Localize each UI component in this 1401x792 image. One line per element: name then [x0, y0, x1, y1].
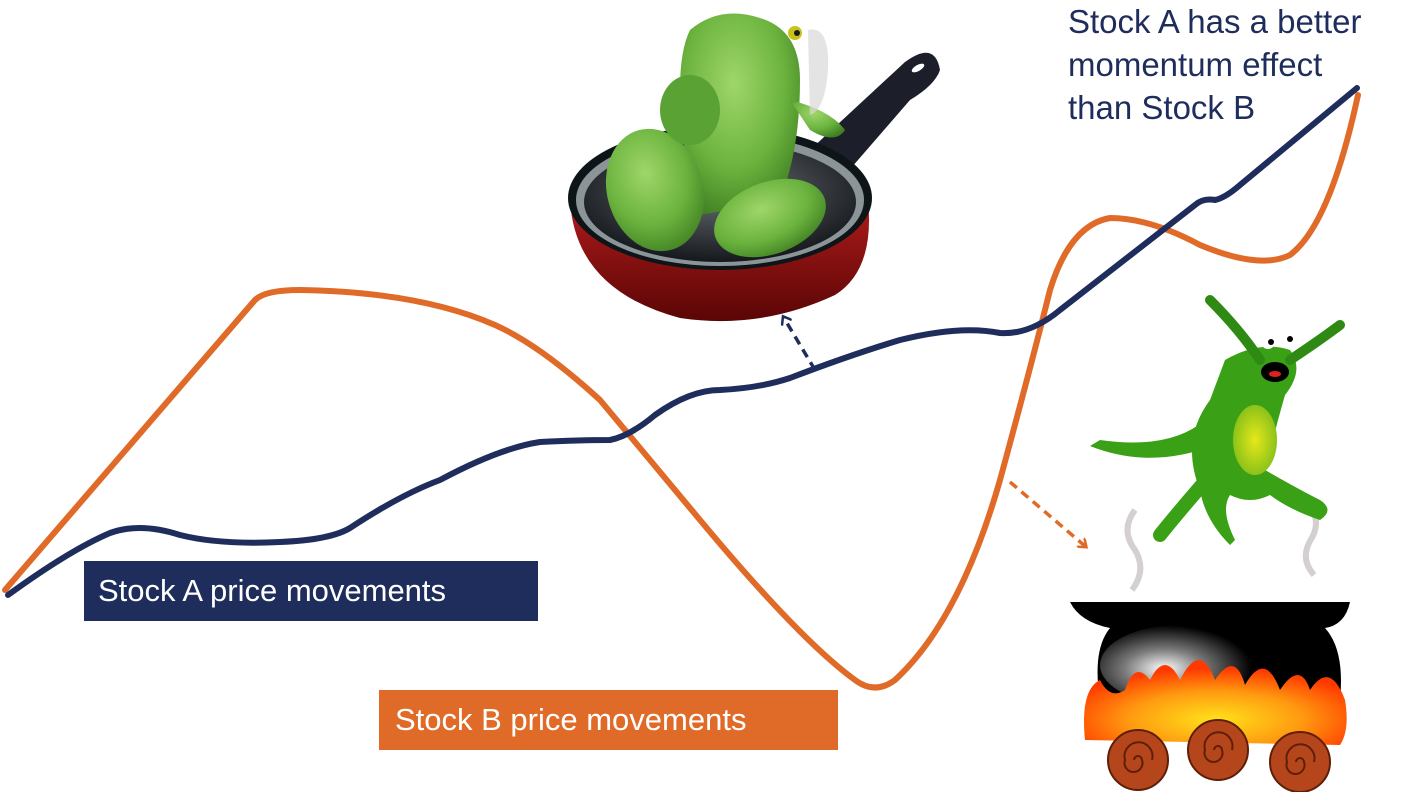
stock-b-label-text: Stock B price movements: [395, 702, 747, 737]
frog-jumping-out-of-pot: [1070, 295, 1350, 792]
fire: [1084, 660, 1347, 745]
stock-a-label-text: Stock A price movements: [98, 573, 447, 608]
annotation-line-1: Stock A has a better: [1068, 3, 1362, 40]
stock-b-line: [2, 92, 1361, 691]
frog-body: [680, 13, 800, 216]
annotation-line-2: momentum effect: [1068, 46, 1323, 83]
momentum-annotation: Stock A has a better momentum effect tha…: [1068, 0, 1401, 129]
arrow-to-pot: [1008, 480, 1085, 546]
stock-a-line: [5, 85, 1360, 598]
annotation-line-3: than Stock B: [1068, 89, 1256, 126]
stock-a-label: Stock A price movements: [84, 561, 538, 621]
arrow-to-pan: [784, 318, 817, 371]
pan-handle: [810, 52, 940, 175]
stock-b-label: Stock B price movements: [379, 690, 838, 750]
